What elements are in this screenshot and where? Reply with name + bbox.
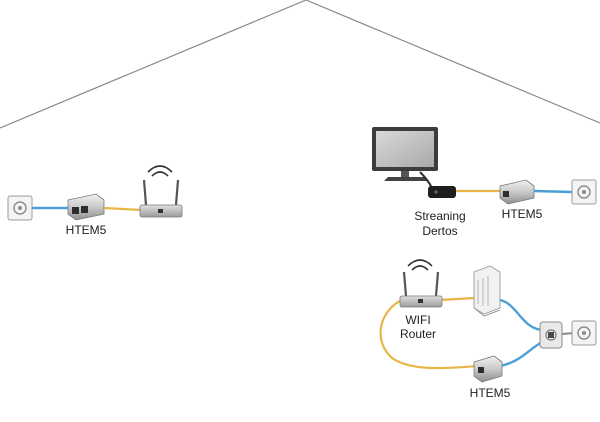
bottom-adapter-label: HTEM5 — [470, 386, 511, 400]
left-powerline-adapter-icon — [67, 193, 105, 221]
streaming-device-label-line1: Streaning — [414, 209, 465, 223]
center-wifi-router-icon — [399, 259, 443, 308]
router-label-line1: WIFI — [405, 313, 430, 327]
router-coax-loop-cable — [379, 298, 479, 370]
switch-ethernet-cable — [499, 298, 545, 332]
monitor-icon — [372, 127, 438, 181]
streaming-device-label-line2: Dertos — [422, 224, 457, 238]
left-wifi-router-icon — [139, 165, 183, 218]
house-roof-outline — [0, 0, 600, 129]
right-ethernet-cable — [533, 189, 573, 194]
right-adapter-label: HTEM5 — [502, 207, 543, 221]
bottom-powerline-adapter-icon — [473, 355, 503, 383]
bottom-wall-outlet-icon — [571, 320, 597, 346]
left-adapter-label: HTEM5 — [66, 223, 107, 237]
router-label-line2: Router — [400, 327, 436, 341]
left-coax-cable — [103, 206, 143, 212]
router-switch-coax-cable — [439, 296, 475, 302]
right-powerline-adapter-icon — [499, 179, 535, 205]
left-wall-outlet-icon — [7, 195, 33, 221]
splitter-icon — [539, 321, 563, 349]
right-wall-outlet-icon — [571, 179, 597, 205]
splitter-ethernet-cable — [499, 340, 543, 368]
streaming-box-icon — [428, 186, 456, 198]
network-switch-icon — [473, 265, 501, 317]
